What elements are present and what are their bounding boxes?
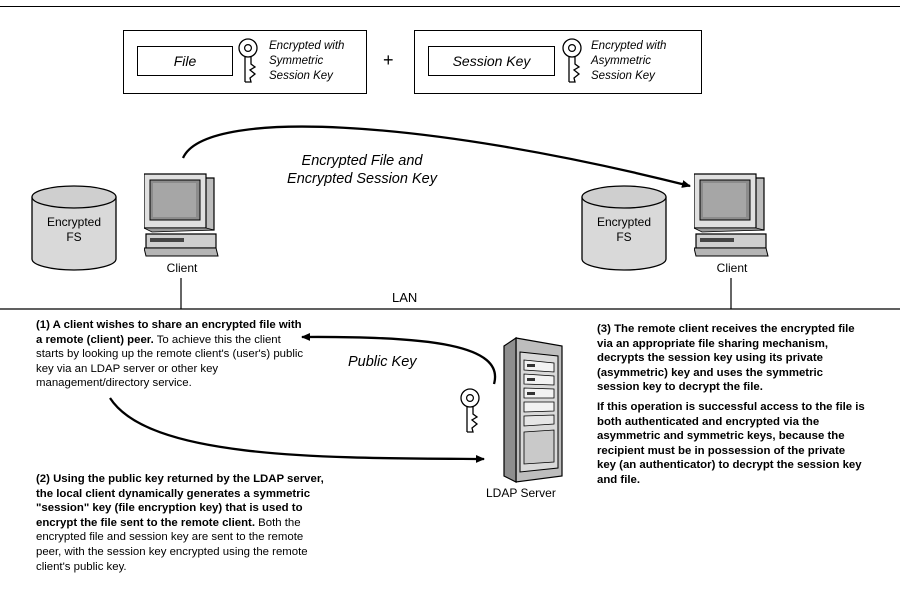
computer-icon bbox=[694, 173, 769, 257]
server-label: LDAP Server bbox=[486, 486, 556, 500]
server-icon bbox=[503, 336, 563, 483]
legend-session-frame bbox=[414, 30, 702, 94]
computer-icon bbox=[144, 173, 219, 257]
public-key-arrow bbox=[301, 332, 497, 385]
top-rule bbox=[0, 6, 900, 7]
legend-session-desc-line: Asymmetric bbox=[591, 55, 652, 67]
disk-icon bbox=[31, 185, 117, 271]
legend-file-desc: Encrypted with Symmetric Session Key bbox=[269, 39, 344, 84]
disk-icon bbox=[581, 185, 667, 271]
legend-file-desc-line: Symmetric bbox=[269, 55, 324, 67]
key-icon bbox=[238, 38, 258, 83]
legend-session-desc-line: Encrypted with bbox=[591, 40, 667, 52]
legend-file-frame bbox=[123, 30, 367, 94]
key-icon bbox=[460, 388, 480, 433]
legend-file-desc-line: Encrypted with bbox=[269, 40, 345, 52]
legend-session-desc: Encrypted with Asymmetric Session Key bbox=[591, 39, 666, 84]
lan-label: LAN bbox=[392, 290, 418, 305]
transfer-label: Encrypted File and Encrypted Session Key bbox=[262, 152, 462, 188]
step1-text: (1) A client wishes to share an encrypte… bbox=[36, 318, 308, 391]
step1-bold: (1) A client wishes to share an encrypte… bbox=[36, 319, 302, 346]
transfer-label-line: Encrypted Session Key bbox=[287, 171, 437, 187]
step3-text: (3) The remote client receives the encry… bbox=[597, 322, 867, 395]
step1-normal: To achieve this the client starts by loo… bbox=[36, 333, 304, 390]
right-client-label: Client bbox=[716, 261, 748, 275]
request-arrow bbox=[109, 397, 485, 463]
disk-label-line: FS bbox=[616, 230, 632, 244]
right-disk-label: Encrypted FS bbox=[580, 215, 668, 245]
step2-bold: (2) Using the public key returned by the… bbox=[36, 473, 324, 529]
legend-session-label: Session Key bbox=[428, 46, 555, 76]
legend-session-desc-line: Session Key bbox=[591, 70, 655, 82]
left-disk-label: Encrypted FS bbox=[30, 215, 118, 245]
transfer-arrow bbox=[181, 125, 691, 188]
transfer-label-line: Encrypted File and bbox=[301, 153, 423, 169]
disk-label-line: Encrypted bbox=[596, 215, 652, 229]
legend-file-label: File bbox=[137, 46, 233, 76]
disk-label-line: Encrypted bbox=[46, 215, 102, 229]
step2-text: (2) Using the public key returned by the… bbox=[36, 472, 328, 574]
step3b-bold: If this operation is successful access t… bbox=[597, 401, 865, 486]
step3b-text: If this operation is successful access t… bbox=[597, 400, 867, 488]
legend-plus: + bbox=[383, 50, 394, 70]
key-icon bbox=[562, 38, 582, 83]
left-client-label: Client bbox=[166, 261, 198, 275]
legend-file-desc-line: Session Key bbox=[269, 70, 333, 82]
step3-bold: (3) The remote client receives the encry… bbox=[597, 323, 855, 394]
disk-label-line: FS bbox=[66, 230, 82, 244]
step2-normal: Both the encrypted file and session key … bbox=[36, 516, 308, 573]
public-key-label: Public Key bbox=[348, 354, 417, 370]
